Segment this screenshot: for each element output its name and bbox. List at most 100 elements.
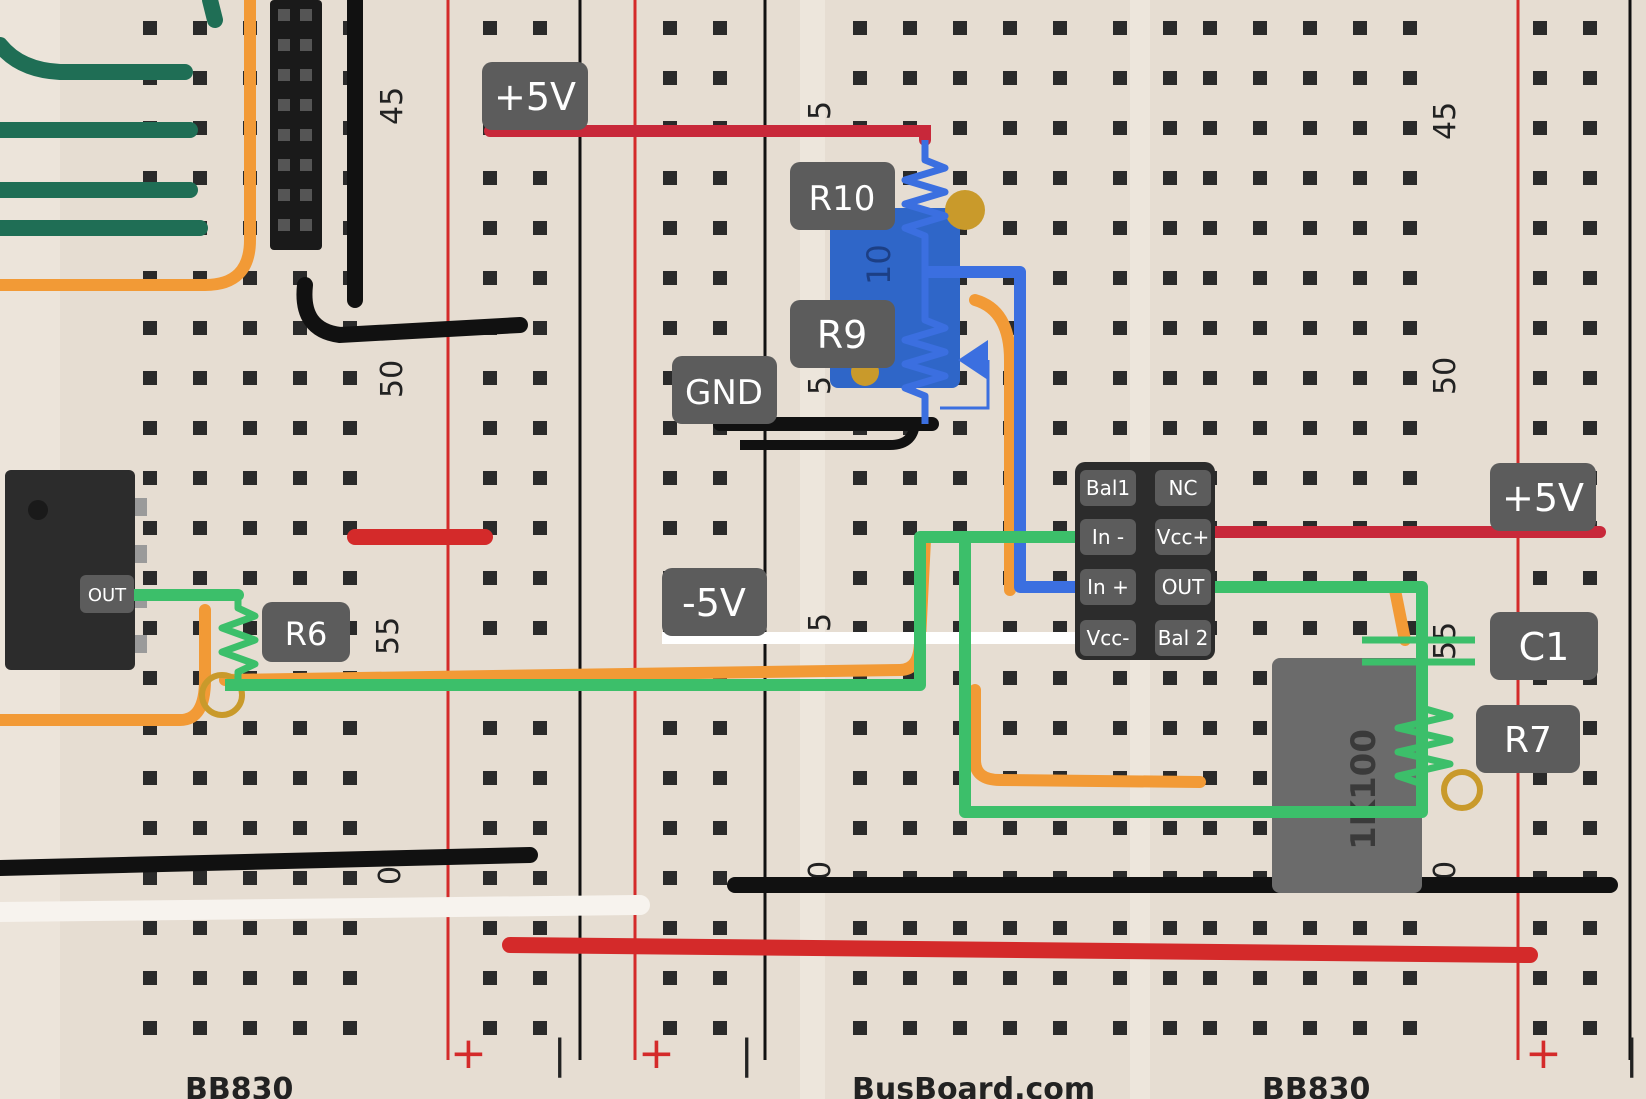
breadboard-hole bbox=[1303, 321, 1317, 335]
breadboard-hole bbox=[1203, 821, 1217, 835]
row-num-5-b: 5 bbox=[803, 376, 838, 395]
breadboard-hole bbox=[483, 971, 497, 985]
breadboard-hole bbox=[953, 471, 967, 485]
breadboard-hole bbox=[343, 821, 357, 835]
breadboard-hole bbox=[143, 1021, 157, 1035]
breadboard-hole bbox=[903, 971, 917, 985]
breadboard-hole bbox=[193, 821, 207, 835]
breadboard-hole bbox=[1403, 421, 1417, 435]
breadboard-hole bbox=[903, 771, 917, 785]
breadboard-hole bbox=[1533, 121, 1547, 135]
breadboard-hole bbox=[713, 471, 727, 485]
breadboard-hole bbox=[1203, 321, 1217, 335]
breadboard-hole bbox=[1003, 71, 1017, 85]
breadboard-hole bbox=[1353, 121, 1367, 135]
opamp-pin-labels: Bal1 NC In - Vcc+ In + OUT Vcc- Bal 2 bbox=[1080, 470, 1211, 656]
breadboard-hole bbox=[1253, 121, 1267, 135]
breadboard-hole bbox=[243, 621, 257, 635]
breadboard-hole bbox=[1163, 271, 1177, 285]
breadboard-hole bbox=[193, 1021, 207, 1035]
breadboard-hole bbox=[483, 421, 497, 435]
breadboard-hole bbox=[1053, 971, 1067, 985]
breadboard-hole bbox=[953, 171, 967, 185]
header-pin bbox=[300, 129, 312, 141]
breadboard-hole bbox=[1203, 721, 1217, 735]
pot-marking: 10 bbox=[860, 244, 898, 285]
breadboard-hole bbox=[343, 1021, 357, 1035]
header-pin bbox=[300, 99, 312, 111]
breadboard-hole bbox=[1253, 21, 1267, 35]
breadboard-hole bbox=[143, 371, 157, 385]
breadboard-hole bbox=[1533, 371, 1547, 385]
breadboard-hole bbox=[193, 771, 207, 785]
breadboard-hole bbox=[853, 521, 867, 535]
breadboard-hole bbox=[1303, 371, 1317, 385]
breadboard-hole bbox=[1353, 421, 1367, 435]
breadboard-hole bbox=[143, 871, 157, 885]
breadboard-hole bbox=[483, 771, 497, 785]
breadboard-hole bbox=[1583, 571, 1597, 585]
rail-minus-1: | bbox=[553, 1032, 566, 1078]
breadboard-hole bbox=[1053, 471, 1067, 485]
r9-wiper-arrow bbox=[958, 340, 988, 380]
breadboard-hole bbox=[143, 621, 157, 635]
breadboard-hole bbox=[1583, 421, 1597, 435]
black-wire-bottom-left bbox=[0, 847, 538, 876]
breadboard-hole bbox=[143, 521, 157, 535]
rail-markings: + + + bbox=[450, 1028, 1562, 1079]
breadboard-hole bbox=[143, 921, 157, 935]
breadboard-hole bbox=[293, 321, 307, 335]
breadboard-hole bbox=[1053, 371, 1067, 385]
breadboard-hole bbox=[1533, 821, 1547, 835]
pot-screw-top bbox=[945, 190, 985, 230]
breadboard-hole bbox=[953, 921, 967, 935]
breadboard-hole bbox=[1353, 1021, 1367, 1035]
breadboard-hole bbox=[1583, 1021, 1597, 1035]
breadboard-hole bbox=[1583, 121, 1597, 135]
pin-header bbox=[270, 0, 322, 250]
breadboard-hole bbox=[1583, 921, 1597, 935]
c1-symbol bbox=[1362, 587, 1475, 690]
black-wire-jumper bbox=[296, 0, 528, 344]
breadboard-hole bbox=[483, 21, 497, 35]
breadboard-hole bbox=[1163, 721, 1177, 735]
pin-bal2: Bal 2 bbox=[1158, 626, 1209, 650]
breadboard-hole bbox=[293, 421, 307, 435]
breadboard-hole bbox=[243, 821, 257, 835]
breadboard-hole bbox=[343, 421, 357, 435]
breadboard-hole bbox=[1053, 671, 1067, 685]
capacitor-block: 1K100 bbox=[1272, 658, 1483, 893]
breadboard-hole bbox=[1053, 821, 1067, 835]
breadboard-hole bbox=[1053, 21, 1067, 35]
breadboard-hole bbox=[533, 571, 547, 585]
breadboard-hole bbox=[1253, 921, 1267, 935]
breadboard-hole bbox=[1003, 621, 1017, 635]
label-r9: R9 bbox=[817, 313, 868, 357]
breadboard-hole bbox=[1303, 71, 1317, 85]
breadboard-hole bbox=[663, 171, 677, 185]
breadboard-hole bbox=[1353, 221, 1367, 235]
breadboard-hole bbox=[243, 471, 257, 485]
breadboard-hole bbox=[243, 921, 257, 935]
header-pin bbox=[300, 189, 312, 201]
breadboard-hole bbox=[1163, 71, 1177, 85]
breadboard-hole bbox=[1203, 271, 1217, 285]
breadboard-hole bbox=[1353, 921, 1367, 935]
breadboard-hole bbox=[533, 421, 547, 435]
breadboard-hole bbox=[713, 321, 727, 335]
breadboard-hole bbox=[343, 771, 357, 785]
pin-out: OUT bbox=[1162, 575, 1205, 599]
pin-bal1: Bal1 bbox=[1086, 476, 1130, 500]
component-labels: +5V R10 R9 GND -5V +5V C1 R7 R6 OUT bbox=[80, 62, 1598, 773]
breadboard-hole bbox=[1403, 371, 1417, 385]
breadboard-hole bbox=[193, 921, 207, 935]
breadboard-hole bbox=[1163, 21, 1177, 35]
breadboard-hole bbox=[1403, 121, 1417, 135]
breadboard-hole bbox=[143, 171, 157, 185]
breadboard-hole bbox=[483, 571, 497, 585]
breadboard-hole bbox=[193, 971, 207, 985]
header-pin bbox=[300, 219, 312, 231]
breadboard-hole bbox=[1113, 221, 1127, 235]
breadboard-hole bbox=[903, 521, 917, 535]
pin-nc: NC bbox=[1169, 476, 1198, 500]
